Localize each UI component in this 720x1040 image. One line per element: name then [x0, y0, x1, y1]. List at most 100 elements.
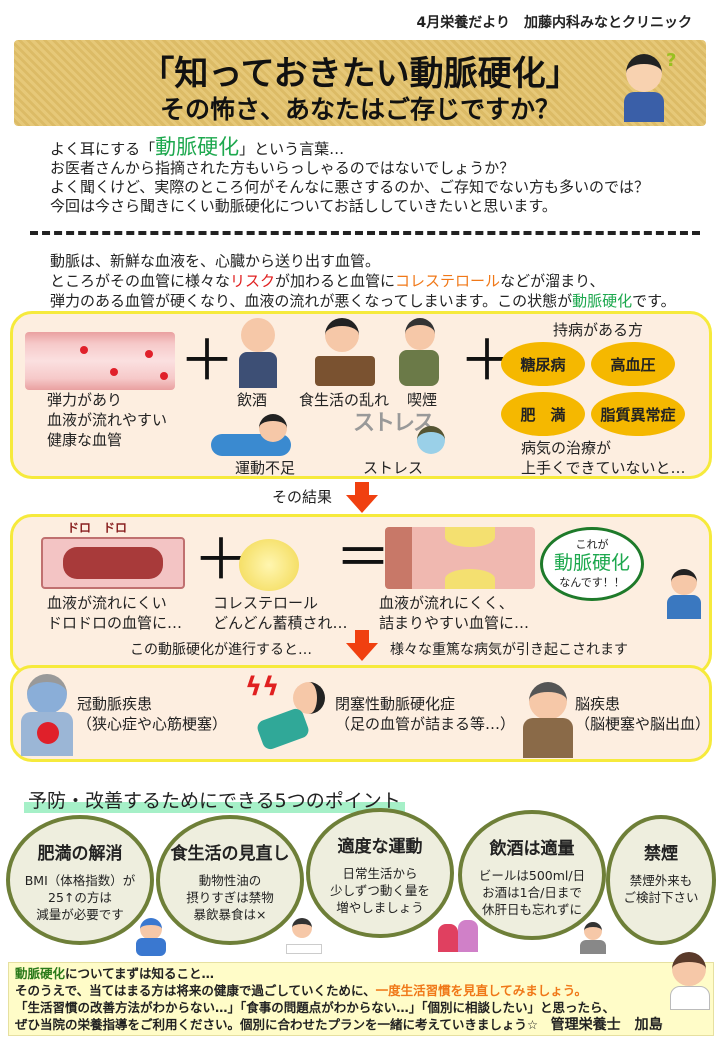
para-line: 動脈は、新鮮な血液を、心臓から送り出す血管。 — [50, 252, 381, 270]
exercising-family-illustration — [438, 924, 458, 952]
keyword: 動脈硬化 — [155, 135, 240, 159]
plus-icon: ＋ — [179, 329, 235, 394]
down-arrow-icon — [355, 482, 369, 496]
disease-coronary: 冠動脈疾患（狭心症や心筋梗塞） — [77, 694, 227, 734]
pain-lightning-icon: ϟϟ — [245, 672, 280, 702]
label-line: どんどん蓄積され… — [213, 614, 348, 632]
closing-message: 動脈硬化についてまずは知ること… そのうえで、当てはまる方は将来の健康で過ごして… — [8, 962, 714, 1036]
point-line: ビールは500ml/日 — [478, 868, 586, 883]
dietitian-illustration — [672, 952, 706, 986]
doro-lettering: ドロ ドロ — [67, 521, 128, 535]
point-line: 動物性油の — [198, 873, 262, 888]
diseases-box: 冠動脈疾患（狭心症や心筋梗塞） ϟϟ 閉塞性動脈硬化症（足の血管が詰まる等…） … — [10, 665, 712, 762]
intro-line: 」という言葉… — [239, 140, 345, 158]
dashed-divider — [30, 231, 700, 235]
point-line: 少しずつ動く量を — [330, 883, 430, 898]
para-line: ところがその血管に様々な — [50, 272, 231, 290]
newsletter-header: 4月栄養だより 加藤内科みなとクリニック — [416, 15, 692, 31]
point-alcohol: 飲酒は適量ビールは500ml/日お酒は1合/日まで休肝日も忘れずに — [458, 810, 606, 940]
label-line: 血液が流れやすい — [47, 411, 168, 429]
risk-diet: 食生活の乱れ — [299, 391, 390, 409]
running-man-illustration — [140, 918, 162, 940]
intro-line: よく聞くけど、実際のところ何がそんなに悪さするのか、ご存知でない方も多いのでは？ — [50, 178, 649, 196]
keyword-cholesterol: コレステロール — [395, 272, 501, 290]
point-line: 25↑の方は — [48, 890, 112, 905]
bad-diet-illustration — [325, 318, 359, 352]
down-arrow-icon — [346, 495, 378, 513]
label-line: 血液が流れにくく、 — [379, 594, 514, 612]
bubble-top: これが — [575, 538, 609, 551]
point-line: BMI（体格指数）が — [24, 873, 136, 888]
man-with-beer-illustration — [584, 922, 602, 940]
title-banner: 「知っておきたい動脈硬化」 その怖さ、あなたはご存じですか？ ? — [14, 40, 706, 126]
label-line: 病気の治療が — [521, 439, 612, 457]
risk-smoking: 喫煙 — [407, 391, 438, 409]
message-line: そのうえで、当てはまる方は将来の健康で過ごしていくために、 — [15, 983, 376, 998]
clogged-vessel-illustration — [385, 527, 535, 589]
worried-man-illustration — [671, 569, 697, 595]
chest-pain-illustration — [27, 674, 67, 714]
keyword-risk: リスク — [230, 272, 276, 290]
risk-factors-box: 弾力があり血液が流れやすい健康な血管 ＋ 飲酒 食生活の乱れ 喫煙 ストレス 運… — [10, 311, 712, 479]
section-heading: 予防・改善するためにできる5つのポイント — [24, 786, 405, 813]
disease-pad: 閉塞性動脈硬化症 （足の血管が詰まる等…） — [335, 694, 515, 734]
thick-blood-label: 血液が流れにくいドロドロの血管に… — [47, 593, 182, 633]
label-line: 健康な血管 — [47, 431, 123, 449]
point-title: 飲酒は適量 — [489, 839, 575, 859]
point-line: 摂りすぎは禁物 — [186, 890, 274, 905]
point-title: 肥満の解消 — [37, 844, 123, 864]
clogged-vessel-label: 血液が流れにくく、詰まりやすい血管に… — [379, 593, 529, 633]
chronic-diabetes: 糖尿病 — [501, 342, 585, 386]
cholesterol-label: コレステロールどんどん蓄積され… — [213, 593, 348, 633]
point-no-smoking: 禁煙禁煙外来もご検討下さい — [606, 815, 716, 945]
point-title: 禁煙 — [644, 844, 678, 864]
point-line: ご検討下さい — [623, 890, 699, 905]
stressed-woman-illustration — [417, 426, 445, 454]
point-line: 日常生活から — [342, 866, 418, 881]
page-title: 「知っておきたい動脈硬化」 — [140, 54, 580, 94]
thick-blood-vessel-illustration — [41, 537, 185, 589]
disease-name: 閉塞性動脈硬化症 — [335, 695, 456, 713]
chronic-title: 持病がある方 — [553, 321, 644, 339]
point-line: 増やしましょう — [336, 900, 424, 915]
risk-no-exercise: 運動不足 — [235, 459, 296, 477]
risk-stress: ストレス — [363, 459, 424, 477]
intro-line: よく耳にする「 — [50, 140, 156, 158]
point-title: 食生活の見直し — [170, 844, 290, 864]
point-line: 暴飲暴食は× — [193, 907, 267, 922]
label-line: 詰まりやすい血管に… — [379, 614, 530, 632]
message-line: 「生活習慣の改善方法がわからない…」「食事の問題点がわからない…」「個別に相談し… — [15, 1000, 616, 1015]
disease-brain: 脳疾患（脳梗塞や脳出血） — [575, 694, 710, 734]
healthy-vessel-label: 弾力があり血液が流れやすい健康な血管 — [47, 390, 167, 450]
message-highlight: 一度生活習慣を見直してみましょう。 — [375, 983, 588, 998]
disease-detail: （狭心症や心筋梗塞） — [77, 715, 228, 733]
drinking-man-illustration — [241, 318, 275, 352]
label-line: ドロドロの血管に… — [47, 614, 183, 632]
down-arrow-icon — [346, 643, 378, 661]
chronic-obesity: 肥 満 — [501, 392, 585, 436]
bubble-main: 動脈硬化 — [553, 552, 630, 574]
point-diet: 食生活の見直し動物性油の摂りすぎは禁物暴飲暴食は× — [156, 815, 304, 945]
equals-icon: ＝ — [335, 526, 391, 591]
headache-illustration — [529, 682, 567, 720]
progress-left-text: この動脈硬化が進行すると… — [130, 642, 312, 658]
cholesterol-illustration — [239, 539, 299, 591]
label-line: コレステロール — [213, 594, 319, 612]
bubble-bottom: なんです！！ — [559, 576, 625, 589]
label-line: 弾力があり — [47, 391, 123, 409]
chronic-note: 病気の治療が上手くできていないと… — [521, 438, 686, 478]
disease-detail: （足の血管が詰まる等…） — [335, 715, 516, 733]
result-label: その結果 — [272, 488, 333, 506]
signature: 管理栄養士 加島 — [550, 1017, 663, 1033]
label-line: 血液が流れにくい — [47, 594, 167, 612]
para-line: が加わると血管に — [275, 272, 396, 290]
question-mark-icon: ? — [666, 50, 677, 71]
para-line: などが溜まり、 — [500, 272, 605, 290]
smoking-man-illustration — [405, 318, 435, 350]
point-title: 適度な運動 — [337, 837, 423, 857]
point-exercise: 適度な運動日常生活から少しずつ動く量を増やしましょう — [306, 808, 454, 938]
para-line: です。 — [632, 292, 676, 310]
chronic-dyslipidemia: 脂質異常症 — [591, 392, 685, 436]
label-line: 上手くできていないと… — [521, 459, 686, 477]
